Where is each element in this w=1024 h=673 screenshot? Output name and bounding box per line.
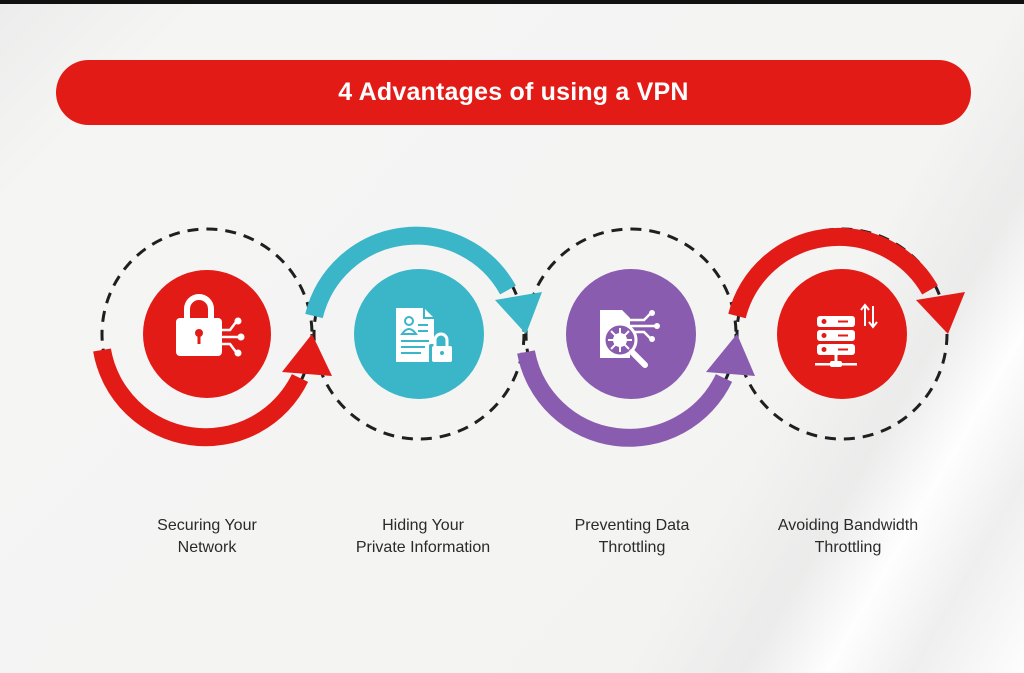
- document-user-lock-icon: [396, 308, 453, 364]
- step-3-label-line1: Preventing Data: [574, 517, 690, 534]
- step-4-label-line1: Avoiding Bandwidth: [777, 517, 919, 534]
- arrow-arc-2: [305, 226, 542, 334]
- top-edge-bar: [0, 0, 1024, 4]
- arrow-arc-1: [93, 334, 332, 447]
- step-1-label-line2: Network: [177, 539, 237, 556]
- step-2-label-line1: Hiding Your: [382, 517, 464, 534]
- step-1-label-line1: Securing Your: [157, 517, 257, 534]
- step-1-label: Securing Your Network: [107, 515, 307, 559]
- arrow-arc-3: [517, 334, 755, 447]
- step-2-label: Hiding Your Private Information: [323, 515, 523, 559]
- arrow-arc-4: [728, 227, 965, 334]
- step-3-label-line2: Throttling: [598, 539, 666, 556]
- step-2-label-line2: Private Information: [355, 539, 491, 556]
- server-transfer-icon: [815, 303, 878, 367]
- document-magnifier-network-icon: [600, 310, 660, 368]
- step-4-label-line2: Throttling: [814, 539, 882, 556]
- title-banner: 4 Advantages of using a VPN: [56, 60, 971, 125]
- padlock-network-icon: [176, 294, 245, 357]
- step-4-label: Avoiding Bandwidth Throttling: [748, 515, 948, 559]
- page-title: 4 Advantages of using a VPN: [338, 78, 689, 106]
- step-3-label: Preventing Data Throttling: [532, 515, 732, 559]
